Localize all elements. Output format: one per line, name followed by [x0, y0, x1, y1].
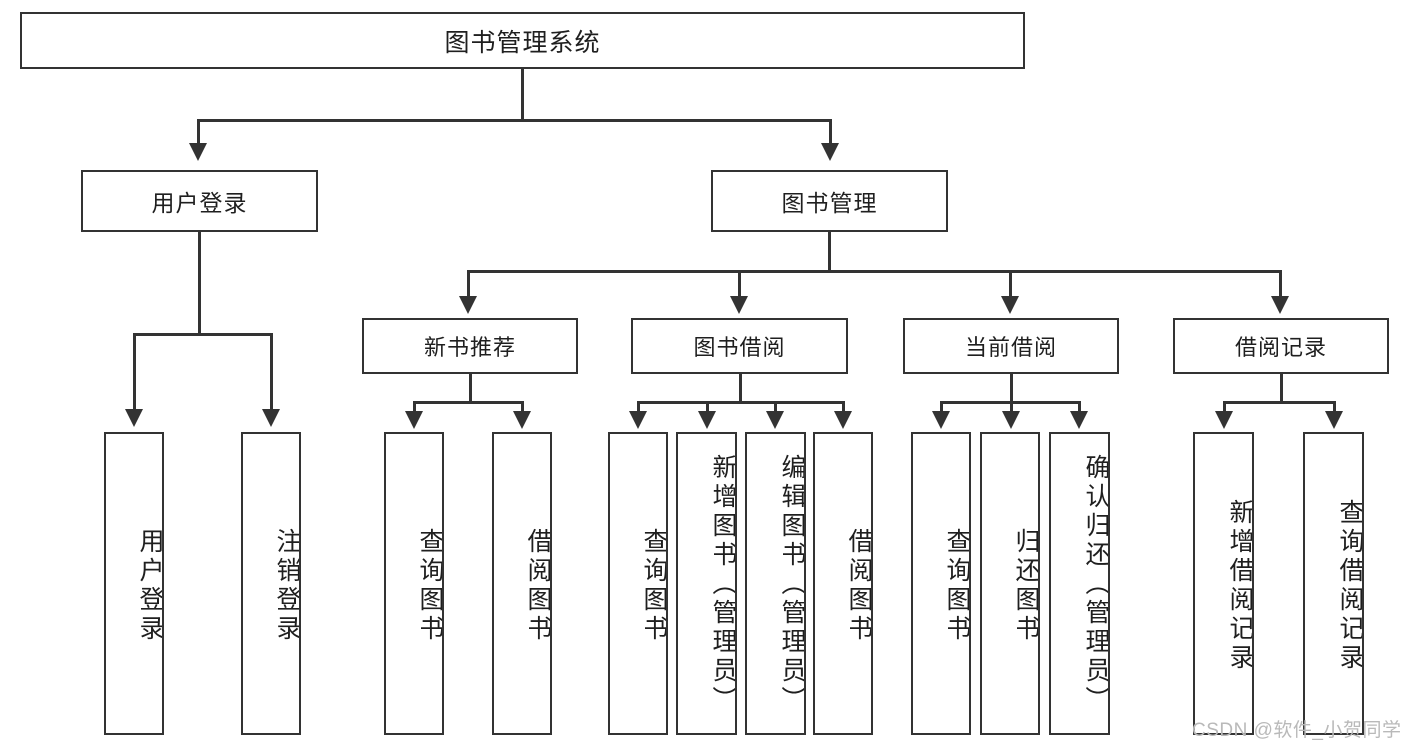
node-current-borrow[interactable]: 当前借阅	[903, 318, 1119, 374]
leaf-label: 借阅图书	[845, 527, 873, 644]
arrow-bm-to-current-borrow	[1001, 296, 1019, 314]
arrow-br-to-leaf-2	[1325, 411, 1343, 429]
node-label: 用户登录	[151, 190, 248, 216]
arrow-bb-to-leaf-2	[698, 411, 716, 429]
connector-bm-to-current-borrow	[1009, 270, 1012, 298]
arrow-bb-to-leaf-1	[629, 411, 647, 429]
node-root-book-management-system[interactable]: 图书管理系统	[20, 12, 1025, 69]
connector-bb-to-leaf-1	[637, 401, 640, 413]
leaf-label: 编辑图书（管理员）	[778, 454, 806, 715]
connector-user-login-to-leaf-1	[133, 333, 136, 411]
connector-br-to-leaf-2	[1333, 401, 1336, 413]
node-book-borrow[interactable]: 图书借阅	[631, 318, 848, 374]
connector-bb-to-leaf-4	[842, 401, 845, 413]
leaf-user-login[interactable]: 用户登录	[104, 432, 164, 735]
leaf-label: 借阅图书	[524, 527, 552, 644]
arrow-root-to-book-management	[821, 143, 839, 161]
connector-user-login-stem	[198, 232, 201, 336]
arrow-cb-to-leaf-3	[1070, 411, 1088, 429]
connector-nb-to-leaf-2	[521, 401, 524, 413]
leaf-query-book-recommend[interactable]: 查询图书	[384, 432, 444, 735]
node-label: 借阅记录	[1234, 335, 1327, 360]
connector-bm-to-borrow-record	[1279, 270, 1282, 298]
arrow-bb-to-leaf-3	[766, 411, 784, 429]
arrow-nb-to-leaf-1	[405, 411, 423, 429]
connector-root-to-user-login	[197, 119, 200, 145]
leaf-label: 确认归还（管理员）	[1082, 454, 1110, 715]
leaf-label: 用户登录	[136, 527, 164, 644]
connector-cb-to-leaf-1	[940, 401, 943, 413]
arrow-bm-to-book-borrow	[730, 296, 748, 314]
leaf-label: 查询图书	[943, 527, 971, 644]
connector-borrow-record-bus	[1224, 401, 1336, 404]
connector-book-borrow-bus	[638, 401, 845, 404]
leaf-borrow-book[interactable]: 借阅图书	[813, 432, 873, 735]
arrow-user-login-to-leaf-1	[125, 409, 143, 427]
leaf-logout[interactable]: 注销登录	[241, 432, 301, 735]
connector-bm-to-book-borrow	[738, 270, 741, 298]
connector-bb-to-leaf-2	[706, 401, 709, 413]
arrow-root-to-user-login	[189, 143, 207, 161]
leaf-label: 归还图书	[1012, 527, 1040, 644]
arrow-nb-to-leaf-2	[513, 411, 531, 429]
node-user-login[interactable]: 用户登录	[81, 170, 318, 232]
leaf-label: 查询图书	[416, 527, 444, 644]
node-label: 新书推荐	[423, 335, 516, 360]
leaf-confirm-return-admin[interactable]: 确认归还（管理员）	[1049, 432, 1110, 735]
node-label: 图书管理	[781, 190, 878, 216]
leaf-label: 查询借阅记录	[1336, 498, 1364, 673]
node-label: 图书借阅	[693, 335, 786, 360]
leaf-add-borrow-record[interactable]: 新增借阅记录	[1193, 432, 1254, 735]
leaf-label: 查询图书	[640, 527, 668, 644]
arrow-bm-to-new-book	[459, 296, 477, 314]
leaf-label: 新增图书（管理员）	[709, 454, 737, 715]
connector-new-book-bus	[414, 401, 524, 404]
connector-br-to-leaf-1	[1223, 401, 1226, 413]
connector-book-management-stem	[828, 232, 831, 272]
connector-root-bus	[198, 119, 832, 122]
connector-cb-to-leaf-2	[1010, 401, 1013, 413]
arrow-br-to-leaf-1	[1215, 411, 1233, 429]
connector-book-borrow-stem	[739, 374, 742, 403]
node-label: 当前借阅	[964, 335, 1057, 360]
leaf-label: 新增借阅记录	[1226, 498, 1254, 673]
arrow-bm-to-borrow-record	[1271, 296, 1289, 314]
leaf-edit-book-admin[interactable]: 编辑图书（管理员）	[745, 432, 806, 735]
connector-root-to-book-management	[829, 119, 832, 145]
leaf-add-book-admin[interactable]: 新增图书（管理员）	[676, 432, 737, 735]
arrow-user-login-to-leaf-2	[262, 409, 280, 427]
leaf-borrow-book-recommend[interactable]: 借阅图书	[492, 432, 552, 735]
leaf-query-book-borrow[interactable]: 查询图书	[608, 432, 668, 735]
connector-user-login-bus	[134, 333, 273, 336]
leaf-label: 注销登录	[273, 527, 301, 644]
node-borrow-record[interactable]: 借阅记录	[1173, 318, 1389, 374]
node-label: 图书管理系统	[444, 28, 601, 57]
connector-cb-to-leaf-3	[1078, 401, 1081, 413]
connector-bb-to-leaf-3	[774, 401, 777, 413]
connector-bm-to-new-book	[467, 270, 470, 298]
arrow-cb-to-leaf-1	[932, 411, 950, 429]
connector-borrow-record-stem	[1280, 374, 1283, 403]
connector-user-login-to-leaf-2	[270, 333, 273, 411]
arrow-bb-to-leaf-4	[834, 411, 852, 429]
node-new-book-recommend[interactable]: 新书推荐	[362, 318, 578, 374]
connector-book-management-bus	[467, 270, 1281, 273]
leaf-query-book-current[interactable]: 查询图书	[911, 432, 971, 735]
node-book-management[interactable]: 图书管理	[711, 170, 948, 232]
csdn-watermark: CSDN @软件_小贺同学	[1192, 720, 1402, 741]
connector-current-borrow-stem	[1010, 374, 1013, 403]
connector-root-stem	[521, 69, 524, 121]
connector-new-book-stem	[469, 374, 472, 403]
leaf-query-borrow-record[interactable]: 查询借阅记录	[1303, 432, 1364, 735]
connector-nb-to-leaf-1	[413, 401, 416, 413]
arrow-cb-to-leaf-2	[1002, 411, 1020, 429]
leaf-return-book[interactable]: 归还图书	[980, 432, 1040, 735]
